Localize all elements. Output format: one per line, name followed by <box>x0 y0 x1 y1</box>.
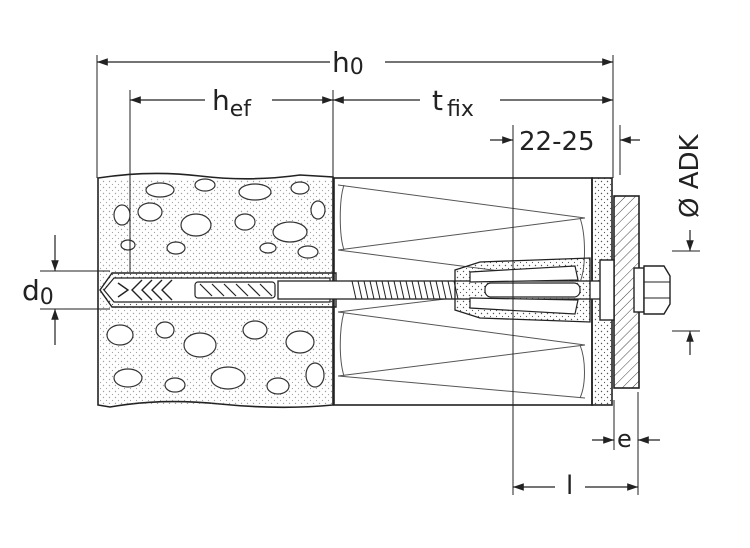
label-hef: hef <box>212 84 252 122</box>
label-h0: h0 <box>332 46 364 80</box>
label-d0: d0 <box>22 274 54 310</box>
anchor-assembly <box>99 257 671 323</box>
label-e: e <box>617 425 632 453</box>
sleeve-fingers <box>469 265 581 315</box>
label-l: l <box>566 471 573 501</box>
label-diameter-adk: Ø ADK <box>675 133 705 218</box>
dimension-lines <box>51 58 694 491</box>
aggregate-stones <box>106 178 326 395</box>
label-22-25: 22-25 <box>519 127 595 157</box>
screw-thread <box>351 280 459 300</box>
expansion-lamellae <box>194 281 276 299</box>
sleeve-barbs <box>117 279 173 301</box>
extension-lines <box>40 55 700 495</box>
